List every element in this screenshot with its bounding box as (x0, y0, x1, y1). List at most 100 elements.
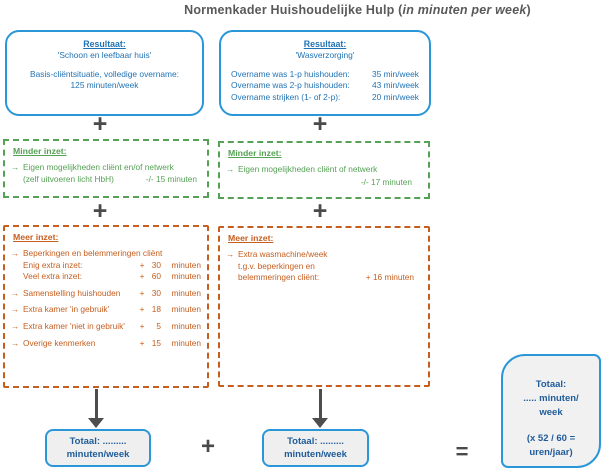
row-sign: + (139, 337, 145, 348)
meer-right-row: t.g.v. beperkingen en (226, 261, 422, 273)
result-left-line2: 125 minuten/week (70, 80, 139, 91)
totaal-box-right: Totaal: ......... minuten/week (262, 429, 369, 467)
row-label: Overige kenmerken (23, 337, 96, 348)
plus-operator: + (312, 197, 328, 225)
row-number: 18 (151, 304, 161, 315)
arrow-right-icon: → (11, 337, 20, 348)
row-unit: minuten (171, 259, 201, 270)
down-arrow-icon (88, 389, 104, 428)
spacer (503, 419, 599, 432)
row-unit: minuten (171, 271, 201, 282)
row-sign: + (139, 271, 145, 282)
minder-left-value: -/- 15 minuten (145, 173, 197, 184)
row-unit: minuten (171, 337, 201, 348)
result-right-subheading: 'Wasverzorging' (295, 50, 355, 60)
result-left-subheading: 'Schoon en leefbaar huis' (57, 50, 152, 60)
meer-inzet-box-left: Meer inzet: → Beperkingen en belemmering… (3, 225, 209, 388)
down-arrow-icon (312, 389, 328, 428)
row-line3: belemmeringen cliënt: (238, 272, 320, 283)
totaal-final-line1: Totaal: (535, 379, 567, 390)
meer-left-heading: Meer inzet: (13, 232, 59, 242)
row-value: 20 min/week (371, 91, 419, 102)
arrow-shaft (318, 389, 322, 418)
arrow-right-icon: → (226, 164, 235, 174)
totaal-final-line2: ..... minuten/ (523, 392, 579, 404)
totaal-final-line3: week (539, 406, 563, 418)
row-label: Overname was 1-p huishouden: (231, 69, 350, 79)
arrow-head (88, 418, 104, 428)
result-right-row: Overname was 2-p huishouden: 43 min/week (221, 80, 429, 91)
meer-left-row: → Samenstelling huishouden + 30 minuten (11, 288, 201, 300)
row-sign: + (139, 287, 145, 298)
row-label: Samenstelling huishouden (23, 287, 121, 298)
minder-right-line1: Eigen mogelijkheden cliënt of netwerk (238, 164, 378, 174)
meer-inzet-box-right: Meer inzet: → Extra wasmachine/week t.g.… (218, 226, 430, 387)
row-label: Extra kamer 'niet in gebruik' (23, 321, 125, 332)
totaal-left-line2: minuten/week (66, 449, 130, 460)
totaal-final-box: Totaal: ..... minuten/ week (x 52 / 60 =… (501, 354, 601, 468)
meer-right-row: belemmeringen cliënt: + 16 minuten (226, 272, 422, 284)
title-prefix: Normenkader Huishoudelijke Hulp ( (184, 3, 403, 17)
meer-right-heading: Meer inzet: (228, 233, 274, 243)
row-value: 43 min/week (371, 80, 419, 91)
meer-left-row: → Beperkingen en belemmeringen cliënt (11, 248, 201, 260)
row-unit: minuten (171, 287, 201, 298)
totaal-final-line5: uren/jaar) (529, 447, 573, 459)
row-sign: + (139, 259, 145, 270)
row-number: 60 (151, 271, 161, 282)
row-number: 30 (151, 287, 161, 298)
plus-operator: + (92, 110, 108, 138)
result-box-schoon: Resultaat: 'Schoon en leefbaar huis' Bas… (5, 30, 204, 116)
row-label: Overname strijken (1- of 2-p): (231, 91, 341, 102)
minder-left-heading: Minder inzet: (13, 146, 67, 156)
minder-left-item: → Eigen mogelijkheden cliënt en/of netwe… (11, 162, 201, 174)
row-sign: + (139, 321, 145, 332)
row-label: Overname was 2-p huishouden: (231, 80, 350, 91)
totaal-final-line4: (x 52 / 60 = (526, 433, 576, 445)
row-line2: t.g.v. beperkingen en (238, 260, 315, 271)
row-number: 15 (151, 337, 161, 348)
result-left-heading: Resultaat: (83, 39, 126, 49)
row-label: Extra kamer 'in gebruik' (23, 304, 110, 315)
minder-inzet-box-right: Minder inzet: → Eigen mogelijkheden clië… (218, 141, 430, 199)
title-suffix: ) (526, 3, 531, 17)
row-label: Enig extra inzet: (23, 259, 83, 270)
minder-inzet-box-left: Minder inzet: → Eigen mogelijkheden clië… (3, 139, 209, 198)
arrow-right-icon: → (11, 248, 20, 258)
row-label: Beperkingen en belemmeringen cliënt (23, 248, 163, 258)
totaal-right-line1: Totaal: ......... (287, 435, 344, 447)
result-right-row: Overname was 1-p huishouden: 35 min/week (221, 69, 429, 80)
meer-left-row: → Overige kenmerken + 15 minuten (11, 338, 201, 350)
minder-left-line2: (zelf uitvoeren licht HbH) (23, 173, 114, 184)
result-right-row: Overname strijken (1- of 2-p): 20 min/we… (221, 92, 429, 103)
equals-operator: = (455, 439, 469, 464)
result-right-heading: Resultaat: (303, 39, 347, 49)
meer-right-row: → Extra wasmachine/week (226, 249, 422, 261)
arrow-right-icon: → (226, 249, 235, 259)
row-line1: Extra wasmachine/week (238, 249, 328, 259)
minder-right-item: → Eigen mogelijkheden cliënt of netwerk (226, 164, 422, 176)
minder-right-heading: Minder inzet: (228, 148, 282, 158)
row-unit: minuten (171, 321, 201, 332)
arrow-right-icon: → (11, 162, 20, 172)
row-number: 30 (151, 259, 161, 270)
minder-right-value: -/- 17 minuten (360, 176, 412, 187)
arrow-right-icon: → (11, 321, 20, 332)
plus-operator: + (312, 110, 328, 138)
minder-left-line1: Eigen mogelijkheden cliënt en/of netwerk (23, 162, 174, 172)
arrow-right-icon: → (11, 304, 20, 315)
row-label: Veel extra inzet: (23, 271, 83, 282)
result-left-line1: Basis-cliëntsituatie, volledige overname… (30, 69, 179, 79)
meer-left-row: → Extra kamer 'niet in gebruik' + 5 minu… (11, 321, 201, 333)
meer-left-row: → Extra kamer 'in gebruik' + 18 minuten (11, 304, 201, 316)
totaal-box-left: Totaal: ......... minuten/week (45, 429, 151, 467)
arrow-right-icon: → (11, 287, 20, 298)
plus-operator: + (92, 197, 108, 225)
row-value: 35 min/week (371, 69, 419, 79)
page-title: Normenkader Huishoudelijke Hulp (in minu… (110, 3, 605, 17)
totaal-left-line1: Totaal: ......... (69, 435, 127, 447)
minder-left-item2: (zelf uitvoeren licht HbH) -/- 15 minute… (11, 174, 201, 186)
result-box-wasverzorging: Resultaat: 'Wasverzorging' Overname was … (219, 30, 431, 116)
row-sign: + (139, 304, 145, 315)
